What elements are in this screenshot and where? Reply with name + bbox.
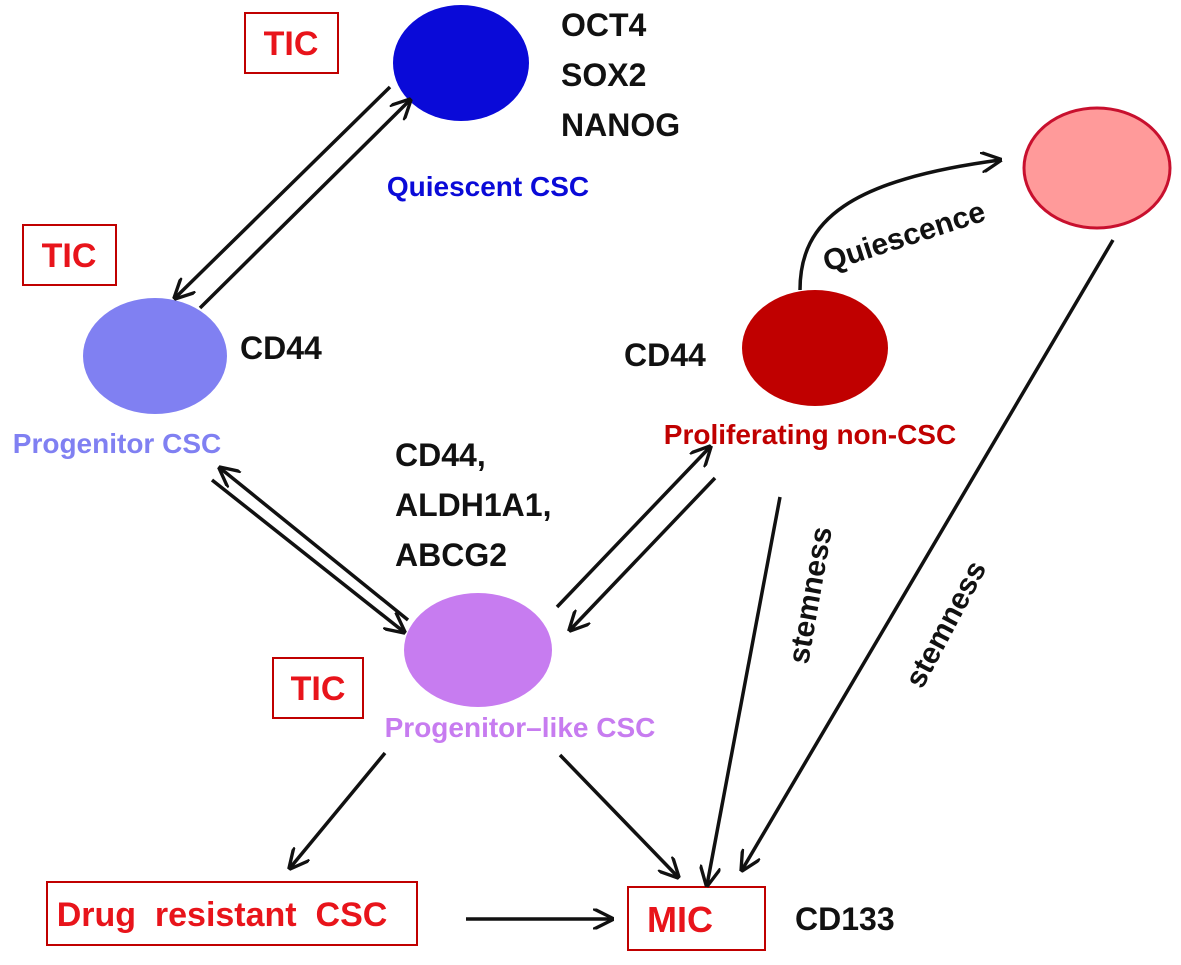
marker-aldh1a1: ALDH1A1, (395, 487, 551, 523)
marker-cd44-progenitor: CD44 (240, 330, 322, 366)
drug-resistant-csc-box: Drug resistant CSC (46, 881, 418, 946)
progenitor-like-csc-label: Progenitor–like CSC (385, 712, 656, 743)
tic-badge-progenitor-like-text: TIC (291, 670, 346, 708)
marker-cd133: CD133 (795, 901, 895, 937)
tic-badge-progenitor-like: TIC (272, 657, 364, 719)
quiescent-csc-cell (393, 5, 529, 121)
marker-cd44-proliferating: CD44 (624, 337, 706, 373)
tic-badge-progenitor: TIC (22, 224, 117, 286)
quiescent-non-csc-cell (1022, 106, 1172, 230)
arrow-proliferating-to-progenitor-like (570, 476, 717, 630)
quiescent-csc-label: Quiescent CSC (387, 171, 589, 202)
marker-abcg2: ABCG2 (395, 537, 507, 573)
marker-oct4: OCT4 (561, 7, 647, 43)
arrow-progenitor-like-to-drug-resistant (290, 751, 387, 868)
drug-resistant-csc-text: Drug resistant CSC (57, 896, 388, 934)
arrow-quiescent-to-progenitor (175, 85, 392, 298)
tic-badge-quiescent: TIC (244, 12, 339, 74)
marker-cd44-progenitor-like: CD44, (395, 437, 486, 473)
arrow-quiescence (798, 160, 1000, 291)
tic-badge-quiescent-text: TIC (264, 25, 319, 63)
progenitor-csc-label: Progenitor CSC (13, 428, 221, 459)
mic-text: MIC (647, 899, 713, 940)
arrow-progenitor-to-progenitor-like (210, 478, 404, 632)
marker-sox2: SOX2 (561, 57, 646, 93)
marker-nanog: NANOG (561, 107, 680, 143)
arrow-progenitor-like-to-mic (558, 753, 678, 877)
arrow-progenitor-like-to-proliferating (555, 447, 710, 609)
progenitor-csc-cell (83, 298, 227, 414)
arrow-progenitor-to-quiescent (198, 100, 410, 310)
mic-box: MIC (627, 886, 766, 951)
arrow-quiescent-non-csc-to-mic (742, 239, 1115, 870)
arrow-proliferating-to-mic (707, 496, 782, 885)
proliferating-non-csc-cell (742, 290, 888, 406)
tic-badge-progenitor-text: TIC (42, 237, 97, 275)
stemness-label-1: stemness (782, 524, 839, 666)
arrow-progenitor-like-to-progenitor (220, 468, 410, 622)
progenitor-like-csc-cell (404, 593, 552, 707)
proliferating-non-csc-label: Proliferating non-CSC (664, 419, 956, 450)
